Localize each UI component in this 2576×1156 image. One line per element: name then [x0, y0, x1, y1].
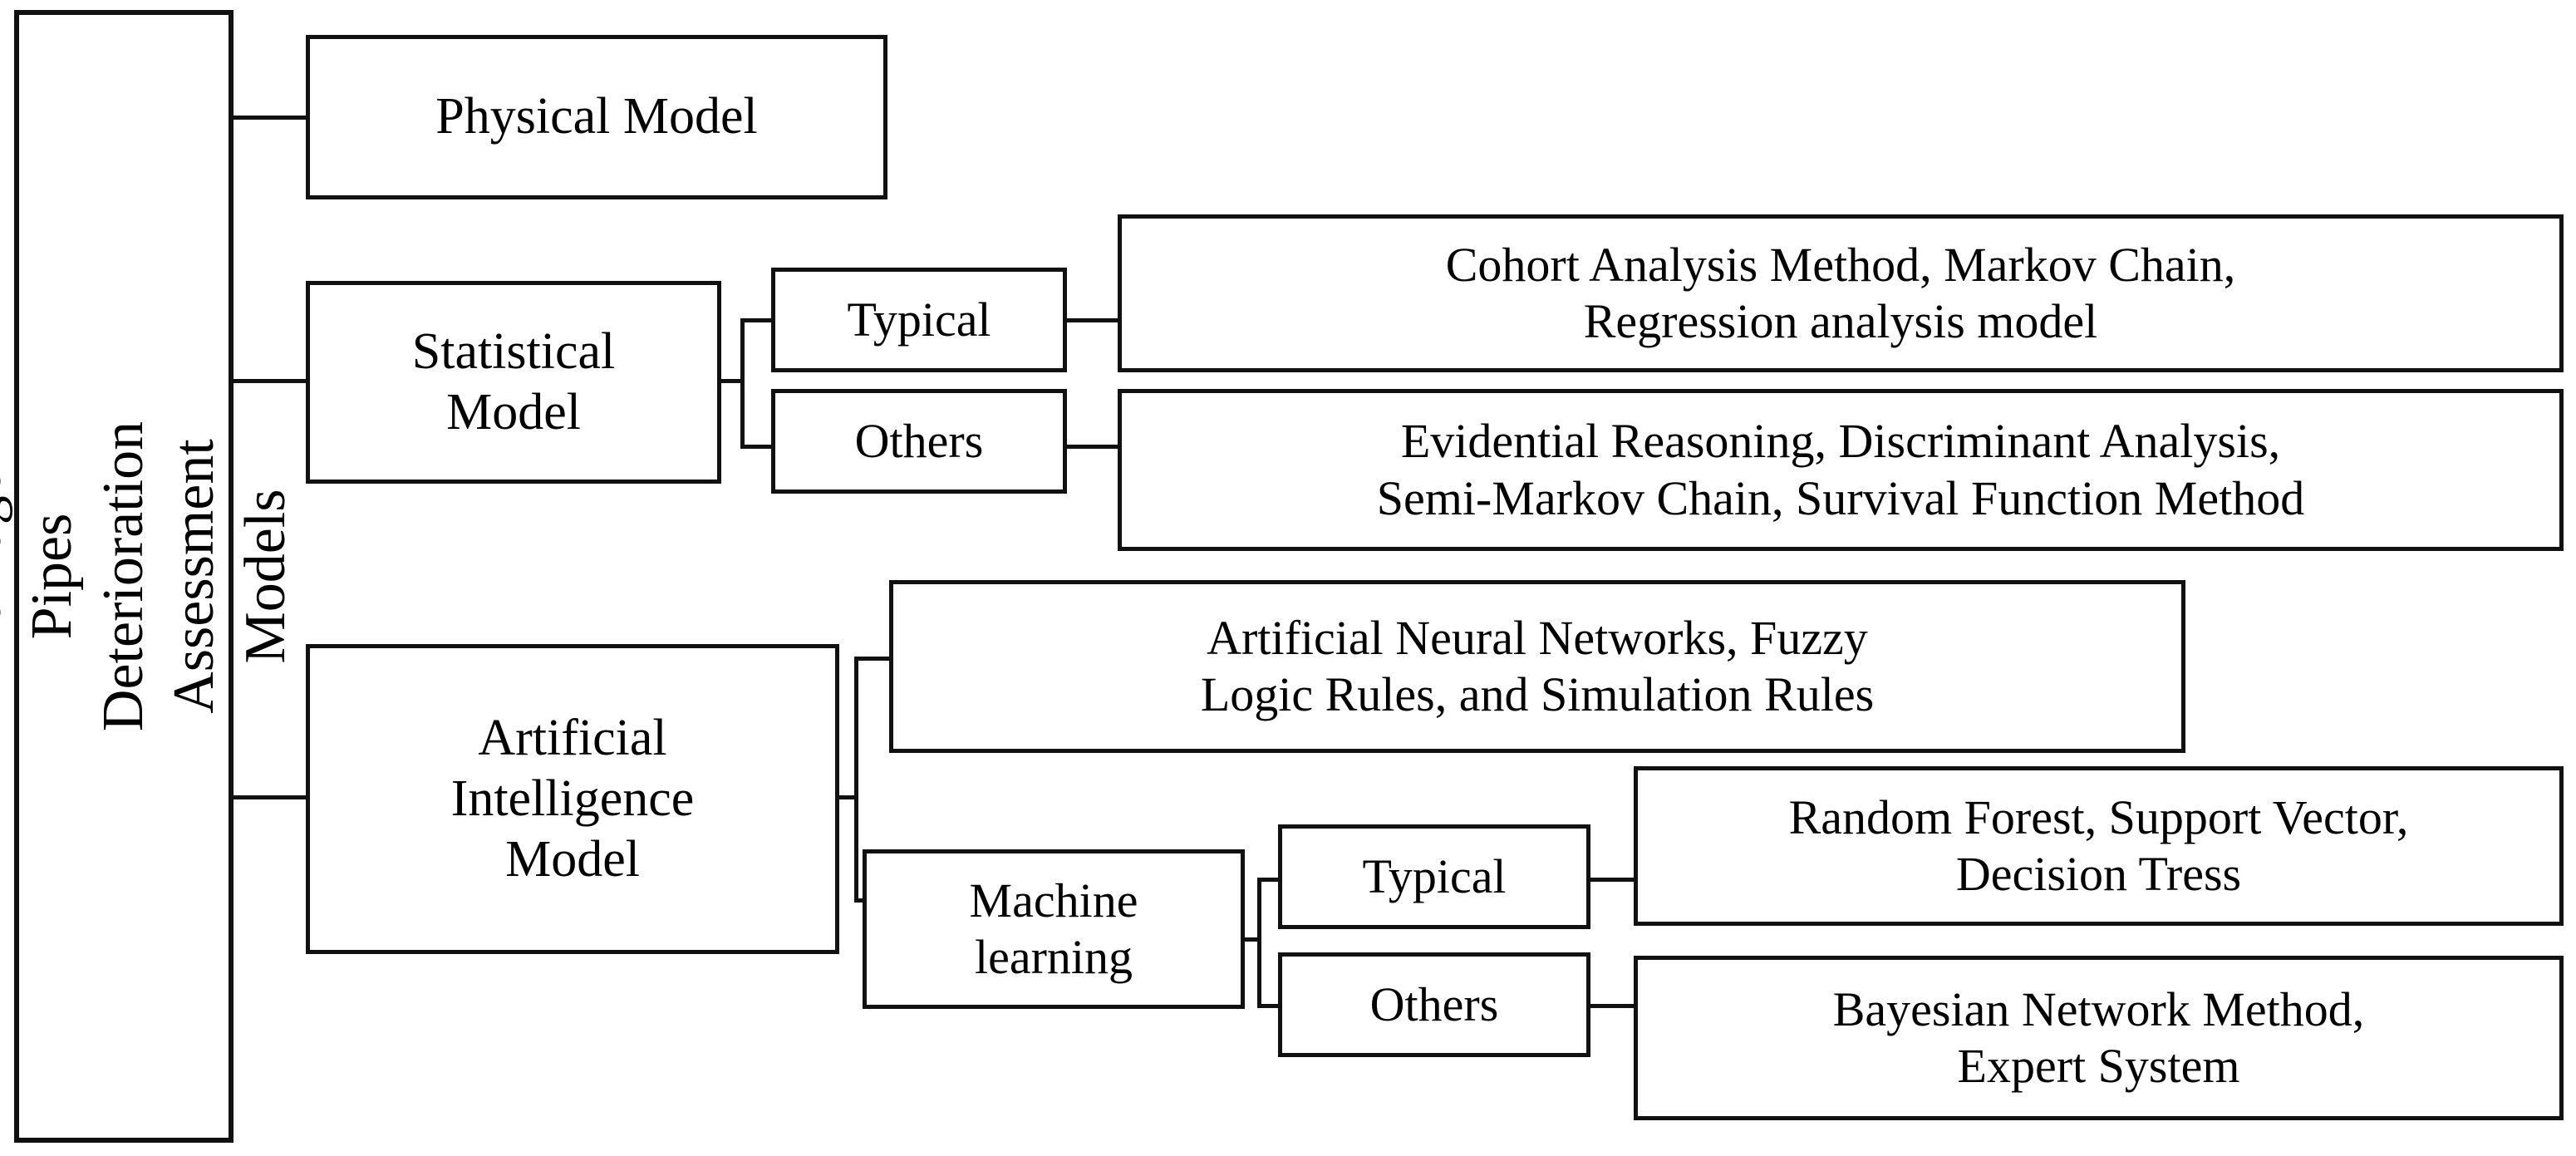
ai-direct-methods-label: Artificial Neural Networks, Fuzzy Logic …	[1200, 610, 1875, 721]
connector-root-to-physical	[234, 116, 307, 120]
connector-statistical-stem	[720, 379, 745, 383]
statistical-others-methods-label: Evidential Reasoning, Discriminant Analy…	[1376, 414, 2305, 525]
connector-ai-bracket-vertical	[854, 657, 858, 903]
connector-ai-to-neural-methods	[854, 657, 892, 661]
node-machine-learning-typical-methods[interactable]: Random Forest, Support Vector, Decision …	[1634, 766, 2564, 926]
physical-model-label: Physical Model	[435, 88, 758, 145]
connector-ml-bracket-vertical	[1257, 878, 1261, 1008]
connector-stat-typical-to-methods	[1067, 318, 1118, 322]
connector-root-to-statistical	[234, 379, 307, 383]
machine-learning-label: Machine learning	[969, 873, 1138, 984]
node-machine-learning[interactable]: Machine learning	[863, 849, 1245, 1009]
connector-statistical-to-others	[740, 445, 775, 449]
node-statistical-typical[interactable]: Typical	[771, 268, 1067, 372]
root-node-label: Drainage Pipes Deterioration Assessment …	[0, 421, 298, 732]
statistical-others-label: Others	[854, 413, 984, 468]
node-statistical-typical-methods[interactable]: Cohort Analysis Method, Markov Chain, Re…	[1118, 214, 2564, 372]
node-statistical-model[interactable]: Statistical Model	[306, 281, 721, 484]
machine-learning-typical-methods-label: Random Forest, Support Vector, Decision …	[1788, 790, 2409, 901]
machine-learning-others-label: Others	[1369, 976, 1499, 1031]
connector-statistical-to-typical	[740, 318, 775, 322]
connector-root-to-ai	[234, 795, 307, 799]
artificial-intelligence-model-label: Artificial Intelligence Model	[450, 709, 695, 888]
node-machine-learning-typical[interactable]: Typical	[1278, 824, 1590, 929]
statistical-typical-methods-label: Cohort Analysis Method, Markov Chain, Re…	[1445, 237, 2236, 348]
connector-stat-others-to-methods	[1067, 445, 1118, 449]
node-machine-learning-others[interactable]: Others	[1278, 952, 1590, 1057]
connector-ml-stem	[1243, 937, 1261, 942]
statistical-typical-label: Typical	[847, 292, 991, 347]
node-statistical-others[interactable]: Others	[771, 389, 1067, 494]
connector-ml-to-others	[1257, 1004, 1282, 1008]
connector-ai-stem	[838, 795, 858, 799]
connector-statistical-bracket-vertical	[740, 318, 745, 449]
statistical-model-label: Statistical Model	[411, 322, 616, 440]
connector-ml-typical-to-methods	[1590, 878, 1635, 882]
root-node-drainage-pipes-deterioration-assessment-models[interactable]: Drainage Pipes Deterioration Assessment …	[0, 10, 297, 1143]
node-physical-model[interactable]: Physical Model	[306, 35, 887, 199]
node-statistical-others-methods[interactable]: Evidential Reasoning, Discriminant Analy…	[1118, 389, 2564, 551]
machine-learning-others-methods-label: Bayesian Network Method, Expert System	[1832, 981, 2365, 1093]
connector-ml-to-typical	[1257, 878, 1282, 882]
machine-learning-typical-label: Typical	[1362, 849, 1507, 903]
node-machine-learning-others-methods[interactable]: Bayesian Network Method, Expert System	[1634, 956, 2564, 1120]
connector-ml-others-to-methods	[1590, 1004, 1635, 1008]
node-ai-direct-methods[interactable]: Artificial Neural Networks, Fuzzy Logic …	[889, 580, 2185, 753]
node-artificial-intelligence-model[interactable]: Artificial Intelligence Model	[306, 644, 839, 954]
